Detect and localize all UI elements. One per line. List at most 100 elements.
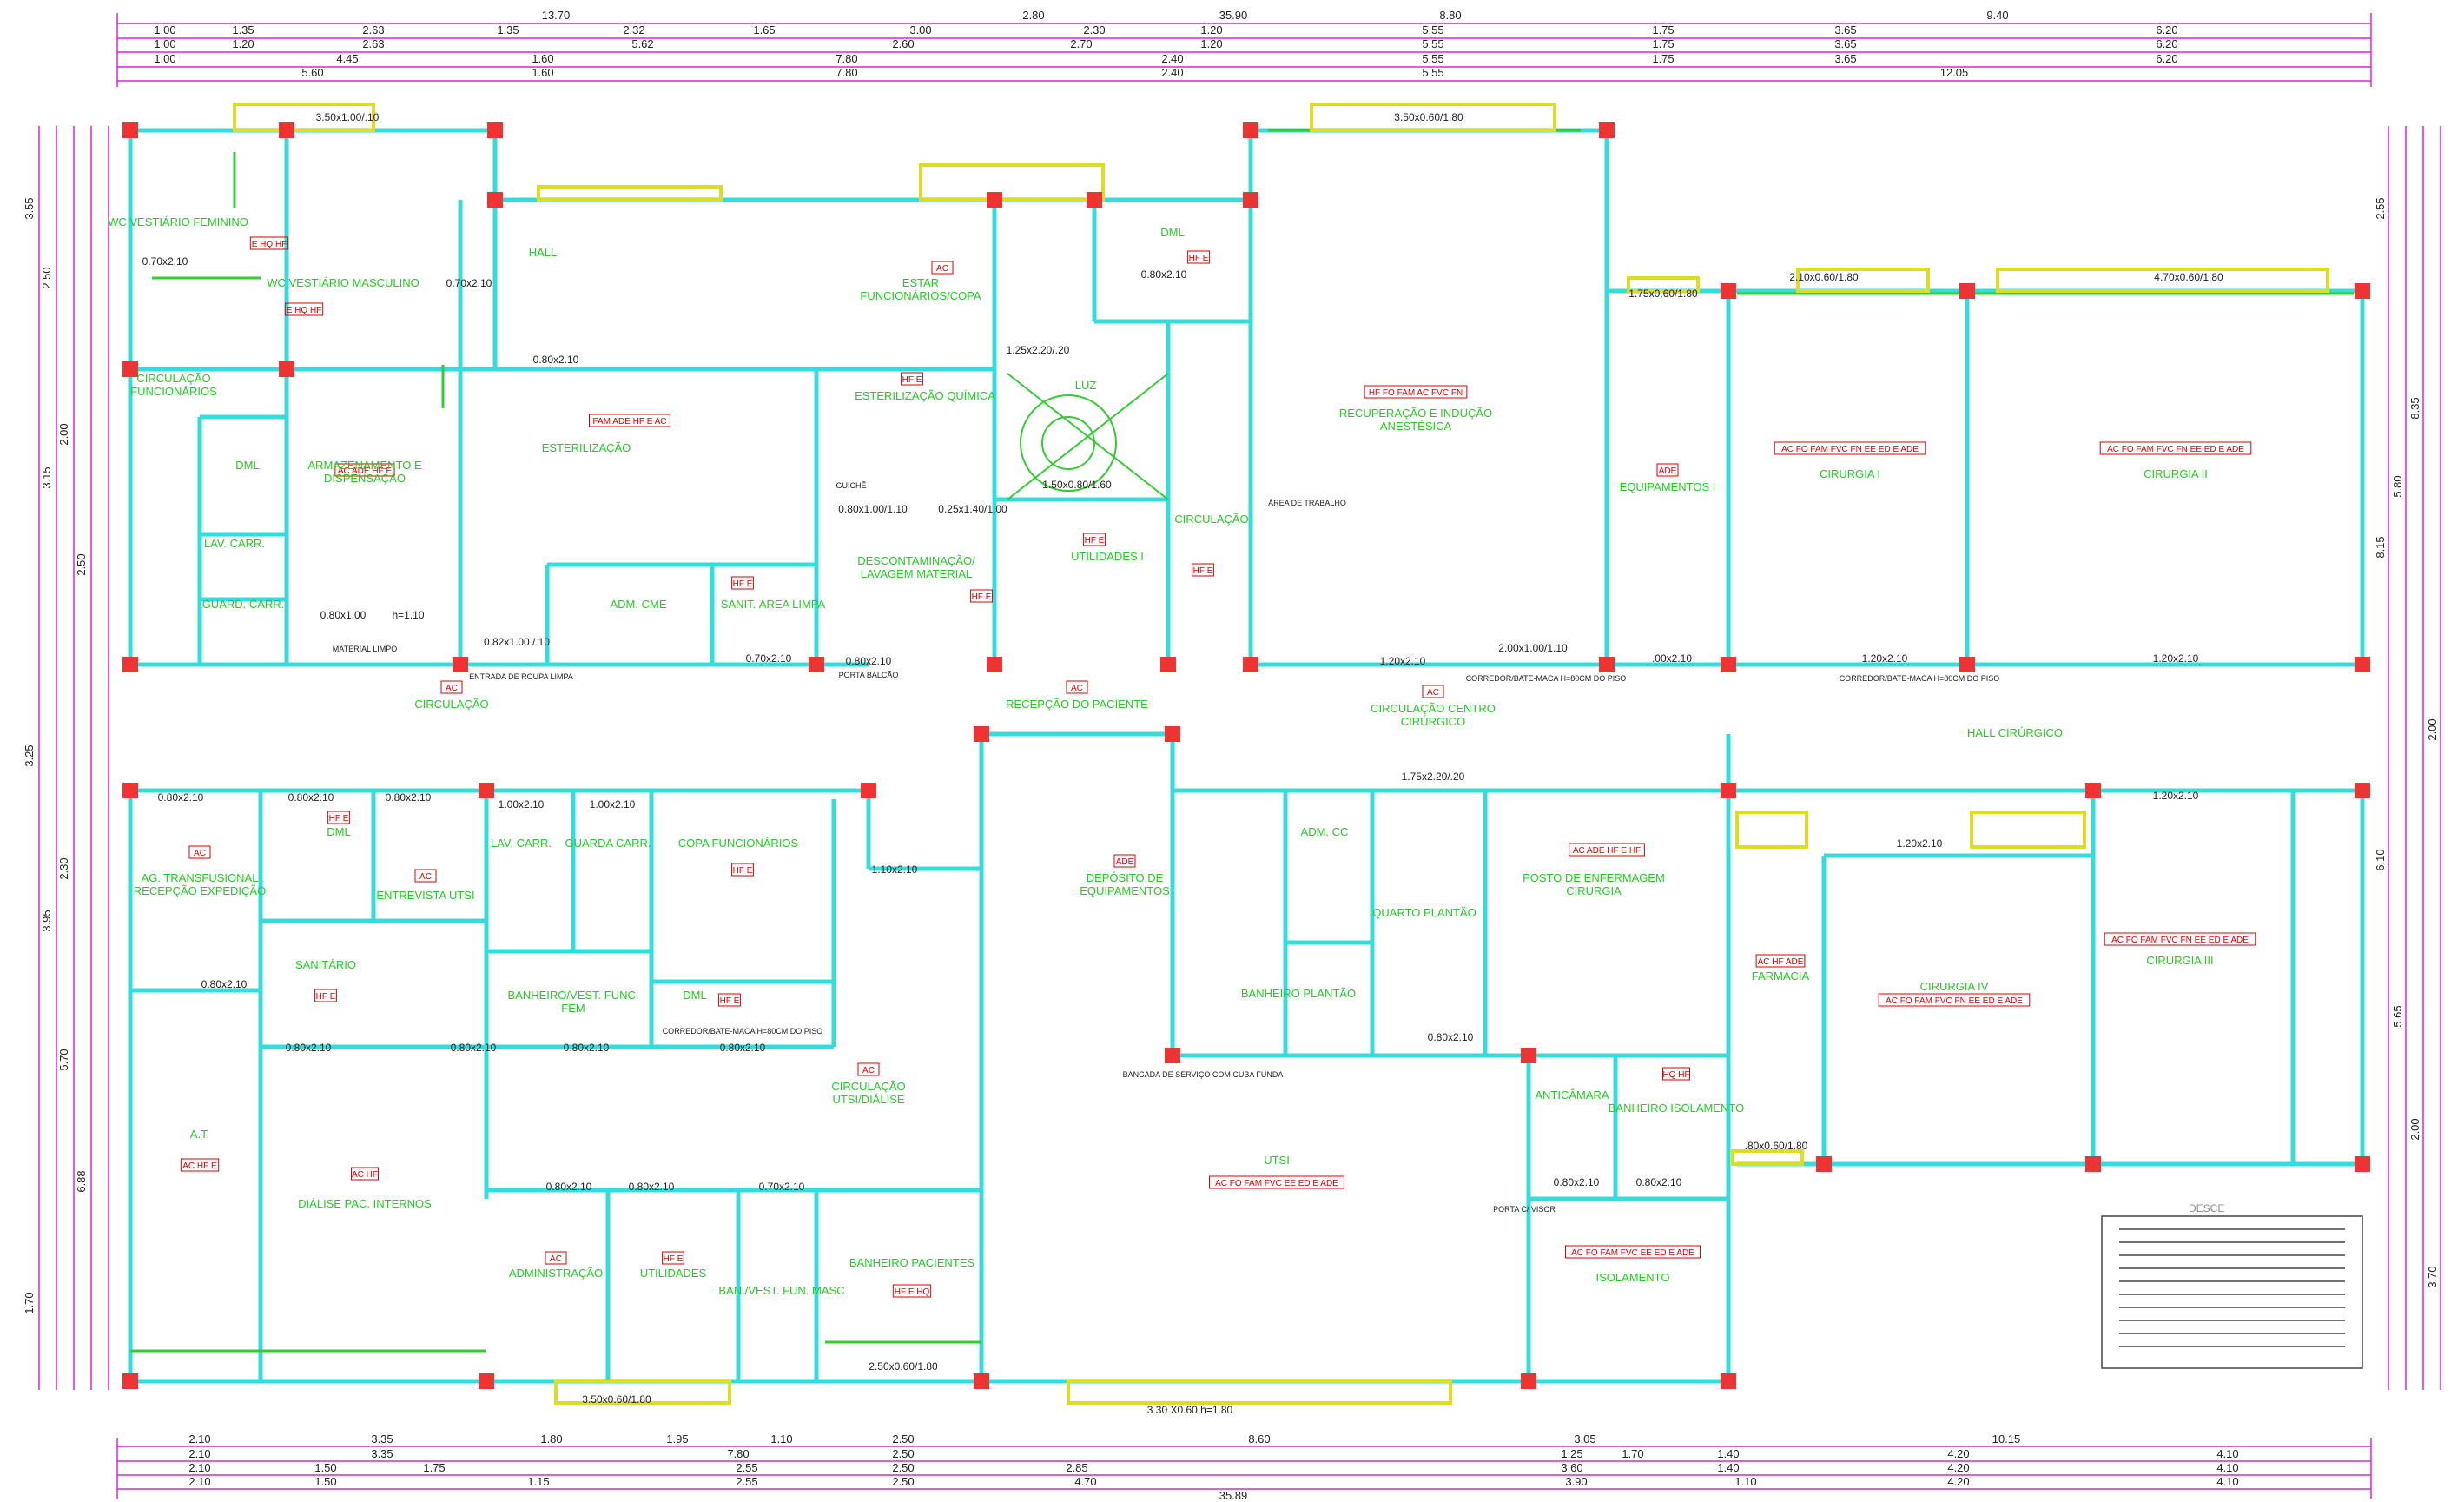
column: [2085, 1156, 2101, 1172]
tag-box: [334, 463, 395, 477]
column: [1087, 192, 1102, 208]
door-spec-label: 1.25x2.20/.20: [1007, 344, 1070, 356]
plan-note: PORTA BALCÃO: [839, 671, 899, 679]
door-spec-label: 0.80x2.10: [201, 978, 248, 990]
dimension-label: 9.40: [1986, 9, 2008, 22]
dimension-label: 3.55: [23, 197, 36, 219]
plan-note: CORREDOR/BATE-MACA H=80CM DO PISO: [1840, 674, 2000, 683]
dimension-label: 1.75: [1652, 37, 1674, 50]
dimension-label: 2.30: [1083, 23, 1105, 36]
dimension-label: 2.70: [1070, 37, 1092, 50]
dimension-label: 2.50: [892, 1433, 914, 1446]
door-spec-label: 0.70x2.10: [759, 1181, 805, 1193]
column: [974, 726, 989, 742]
room-name: LAV. CARR.: [491, 837, 552, 850]
column: [1599, 122, 1615, 138]
tag-box: [901, 372, 923, 386]
door-spec-label: 1.50x0.80/1.60: [1042, 479, 1112, 491]
dimension-label: 1.25: [1561, 1447, 1582, 1460]
room-name: HALL: [529, 246, 558, 259]
stair-direction-label: DESCE: [2189, 1202, 2224, 1214]
tag-box: [314, 989, 337, 1002]
dimension-label: 4.45: [336, 52, 358, 65]
column: [1721, 1373, 1736, 1389]
column: [122, 1373, 138, 1389]
dimension-label: 2.00: [57, 423, 70, 445]
dimension-label: 6.88: [75, 1170, 88, 1192]
plan-note: ENTRADA DE ROUPA LIMPA: [469, 672, 573, 681]
tag-box: [718, 993, 741, 1007]
dimension-label: 8.35: [2408, 397, 2421, 419]
column: [122, 122, 138, 138]
equipment-tag: AC: [446, 684, 458, 693]
tag-box: [2099, 441, 2252, 455]
dimension-label: 3.15: [40, 466, 53, 488]
dimension-label: 6.10: [2374, 849, 2387, 870]
column: [2355, 283, 2370, 299]
tag-box: [1662, 1067, 1690, 1081]
tag-box: [1656, 463, 1679, 477]
dimension-label: 1.75: [1652, 23, 1674, 36]
room-name: CIRURGIA III: [2146, 954, 2213, 967]
equipment-tag: HF E: [733, 579, 753, 589]
door-spec-label: 0.70x2.10: [746, 652, 792, 665]
room-name: CIRURGIA I: [1820, 467, 1880, 480]
equipment-tag: HQ HF: [1662, 1070, 1689, 1080]
column: [122, 657, 138, 672]
dimension-label: 5.55: [1422, 23, 1443, 36]
dimension-label: 3.90: [1565, 1475, 1587, 1488]
room-name: BANHEIRO PLANTÃO: [1241, 987, 1356, 1000]
plan-note: CORREDOR/BATE-MACA H=80CM DO PISO: [1466, 674, 1627, 683]
tag-box: [1209, 1175, 1344, 1189]
column: [1243, 122, 1258, 138]
dimension-label: 3.70: [2426, 1266, 2439, 1287]
door-spec-label: 2.00x1.00/1.10: [1498, 642, 1568, 654]
dimension-label: 35.89: [1219, 1489, 1248, 1502]
tag-box: [188, 845, 211, 859]
left-dimension-lines: [38, 126, 109, 1390]
tag-box: [1083, 533, 1106, 546]
column: [1243, 192, 1258, 208]
dimension-label: 1.20: [232, 37, 254, 50]
equipment-tag: AC: [1071, 684, 1083, 693]
room-name: LUZ: [1075, 379, 1097, 392]
dimension-label: 3.95: [40, 910, 53, 931]
dimension-label: 7.80: [836, 66, 857, 79]
room-name: SANIT. ÁREA LIMPA: [721, 598, 826, 611]
column: [122, 361, 138, 377]
dimension-label: 2.50: [40, 267, 53, 288]
dimension-label: 2.60: [892, 37, 914, 50]
column: [2355, 657, 2370, 672]
door-spec-label: 0.80x2.10: [546, 1181, 592, 1193]
equipment-tag: FAM ADE HF E AC: [592, 417, 666, 427]
door-spec-label: 1.20x2.10: [2153, 790, 2199, 802]
dimension-label: 7.80: [836, 52, 857, 65]
door-spec-label: 0.80x2.10: [386, 791, 432, 804]
tag-box: [351, 1167, 379, 1181]
equipment-tag: HF E: [1189, 254, 1209, 263]
tag-box: [731, 863, 754, 877]
tag-box: [1565, 1245, 1701, 1259]
dimension-label: 5.62: [631, 37, 653, 50]
room-name: ISOLAMENTO: [1595, 1271, 1669, 1284]
dimension-label: 2.10: [188, 1475, 210, 1488]
dimension-label: 5.55: [1422, 66, 1443, 79]
dimension-label: 6.20: [2156, 23, 2177, 36]
tag-box: [1755, 954, 1806, 968]
dimension-label: 1.20: [1200, 23, 1222, 36]
dimension-label: 3.00: [909, 23, 931, 36]
room-name: ESTERILIZAÇÃO: [542, 441, 631, 454]
tag-box: [327, 811, 350, 824]
column: [2355, 783, 2370, 798]
dimension-label: 3.65: [1834, 37, 1856, 50]
equipment-tag: AC: [1427, 688, 1439, 698]
dimension-label: 2.50: [75, 553, 88, 575]
equipment-tag: AC: [194, 849, 206, 858]
room-name: CIRCULAÇÃO: [414, 698, 488, 711]
column: [1599, 657, 1615, 672]
room-name: GUARD. CARR.: [202, 598, 285, 611]
tag-box: [1192, 563, 1214, 577]
column: [1521, 1373, 1536, 1389]
